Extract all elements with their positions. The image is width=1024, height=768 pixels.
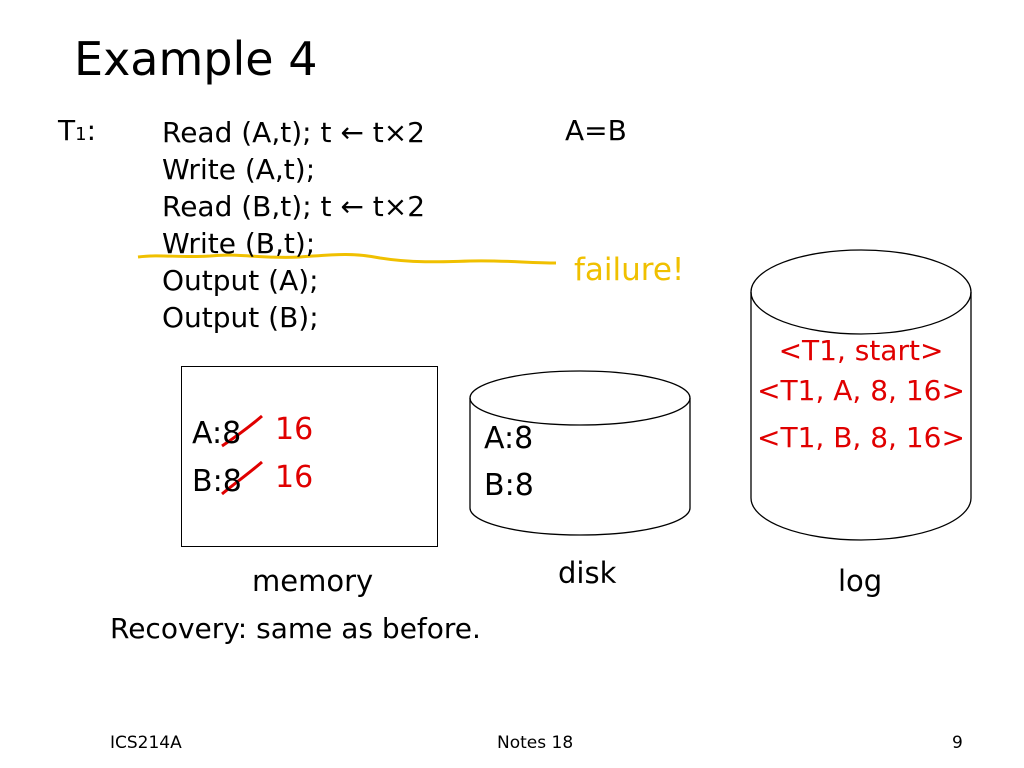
memory-row-a: A:8 bbox=[192, 416, 241, 451]
strike-a-mark bbox=[221, 414, 263, 448]
footer-title: Notes 18 bbox=[497, 733, 574, 753]
transaction-label: T1: bbox=[58, 114, 96, 147]
strike-b-mark bbox=[221, 460, 263, 496]
log-entry: <T1, A, 8, 16> bbox=[757, 374, 965, 407]
log-cylinder bbox=[750, 249, 972, 541]
code-line: Write (B,t); bbox=[162, 227, 316, 260]
disk-label: disk bbox=[558, 556, 617, 590]
code-line: Output (B); bbox=[162, 301, 319, 334]
transaction-name: T bbox=[58, 114, 76, 147]
footer-course: ICS214A bbox=[110, 733, 182, 753]
log-label: log bbox=[838, 564, 883, 598]
failure-line bbox=[137, 252, 557, 265]
log-entry: <T1, start> bbox=[778, 334, 944, 367]
disk-cylinder bbox=[469, 370, 691, 536]
memory-var-name: A: bbox=[192, 416, 223, 451]
transaction-index: 1 bbox=[75, 124, 87, 145]
recovery-text: Recovery: same as before. bbox=[110, 612, 481, 645]
disk-row: A:8 bbox=[484, 421, 534, 456]
code-line: Read (A,t); t ← t×2 bbox=[162, 116, 425, 149]
memory-new-value: 16 bbox=[275, 460, 314, 495]
memory-var-name: B: bbox=[192, 464, 223, 499]
code-line: Write (A,t); bbox=[162, 153, 316, 186]
memory-row-b: B:8 bbox=[192, 464, 242, 499]
transaction-colon: : bbox=[86, 114, 96, 147]
code-line: Output (A); bbox=[162, 264, 319, 297]
code-line: Read (B,t); t ← t×2 bbox=[162, 190, 426, 223]
disk-row: B:8 bbox=[484, 468, 534, 503]
memory-new-value: 16 bbox=[275, 412, 314, 447]
slide-title: Example 4 bbox=[74, 32, 318, 86]
memory-box bbox=[181, 366, 438, 547]
log-entry: <T1, B, 8, 16> bbox=[757, 421, 965, 454]
memory-old-value: 8 bbox=[222, 464, 242, 499]
condition-text: A=B bbox=[565, 114, 627, 147]
memory-label: memory bbox=[252, 564, 374, 598]
failure-label: failure! bbox=[574, 252, 685, 288]
memory-old-value: 8 bbox=[222, 416, 242, 451]
footer-page-number: 9 bbox=[952, 733, 963, 753]
